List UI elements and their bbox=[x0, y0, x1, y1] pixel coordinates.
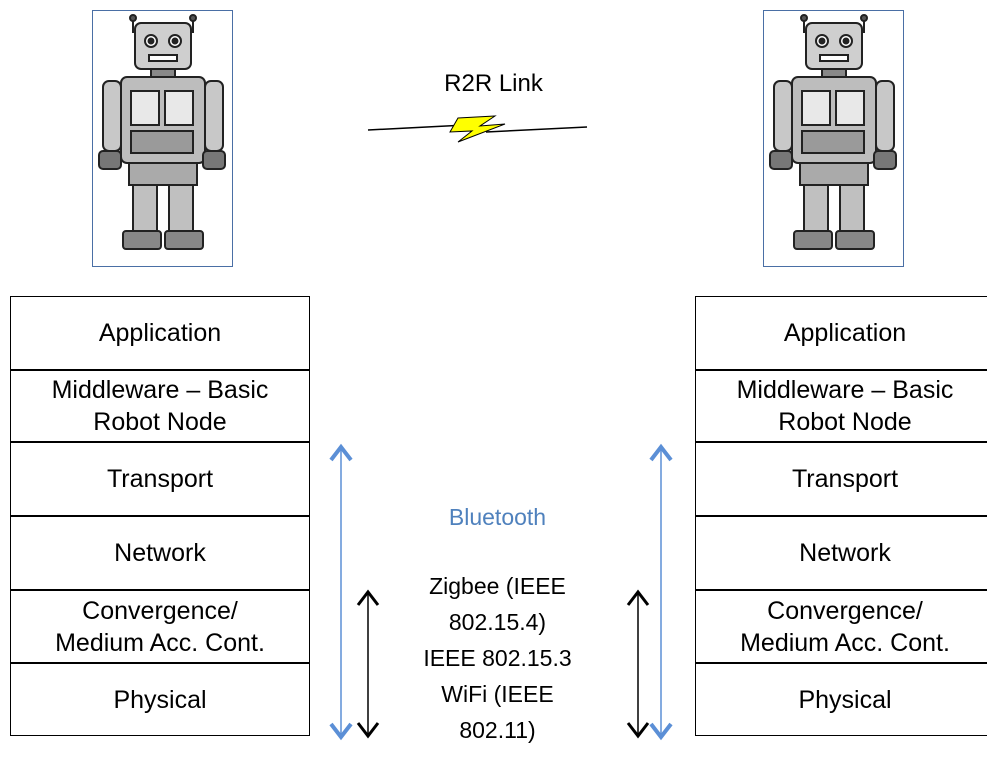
tech-line: WiFi (IEEE bbox=[441, 681, 554, 707]
right-layer-0: Application bbox=[695, 296, 987, 370]
left-layer-label: Medium Acc. Cont. bbox=[55, 628, 265, 657]
right-layer-2: Transport bbox=[695, 442, 987, 516]
left-layer-label: Robot Node bbox=[93, 408, 227, 436]
left-layer-label: Network bbox=[114, 539, 206, 567]
right-layer-label: Middleware – Basic bbox=[736, 376, 954, 404]
right-blue-double-arrow-icon bbox=[649, 443, 673, 741]
left-blue-double-arrow-icon bbox=[329, 443, 353, 741]
right-layer-label: Application bbox=[783, 319, 907, 347]
right-layer-5: Physical bbox=[695, 663, 987, 736]
left-layer-label: Application bbox=[98, 319, 222, 347]
right-layer-label: Network bbox=[799, 539, 891, 567]
r2r-link-label: R2R Link bbox=[444, 70, 543, 97]
tech-line: 802.11) bbox=[459, 717, 536, 743]
right-black-double-arrow-icon bbox=[626, 589, 650, 739]
left-layer-0: Application bbox=[10, 296, 310, 370]
left-layer-2: Transport bbox=[10, 442, 310, 516]
left-layer-label: Transport bbox=[106, 465, 214, 493]
left-layer-label: Middleware – Basic bbox=[51, 376, 269, 404]
tech-line: IEEE 802.15.3 bbox=[423, 645, 572, 671]
left-layer-label: Physical bbox=[113, 685, 207, 714]
right-layer-3: Network bbox=[695, 516, 987, 590]
right-robot-image bbox=[769, 14, 897, 250]
left-robot-image bbox=[98, 14, 226, 250]
right-layer-4: Convergence/Medium Acc. Cont. bbox=[695, 590, 987, 663]
left-layer-4: Convergence/Medium Acc. Cont. bbox=[10, 590, 310, 663]
left-robot-frame bbox=[92, 10, 233, 267]
right-layer-label: Physical bbox=[798, 685, 892, 714]
right-layer-label: Robot Node bbox=[778, 408, 912, 436]
bluetooth-label: Bluetooth bbox=[448, 504, 547, 530]
right-layer-label: Medium Acc. Cont. bbox=[740, 628, 950, 657]
tech-line: Zigbee (IEEE bbox=[429, 573, 566, 599]
left-layer-label: Convergence/ bbox=[82, 596, 238, 625]
left-layer-5: Physical bbox=[10, 663, 310, 736]
right-layer-label: Transport bbox=[791, 465, 899, 493]
right-layer-label: Convergence/ bbox=[767, 596, 923, 625]
left-black-double-arrow-icon bbox=[356, 589, 380, 739]
lightning-bolt-icon bbox=[367, 115, 588, 143]
left-layer-3: Network bbox=[10, 516, 310, 590]
tech-line: 802.15.4) bbox=[448, 609, 547, 635]
right-robot-frame bbox=[763, 10, 904, 267]
